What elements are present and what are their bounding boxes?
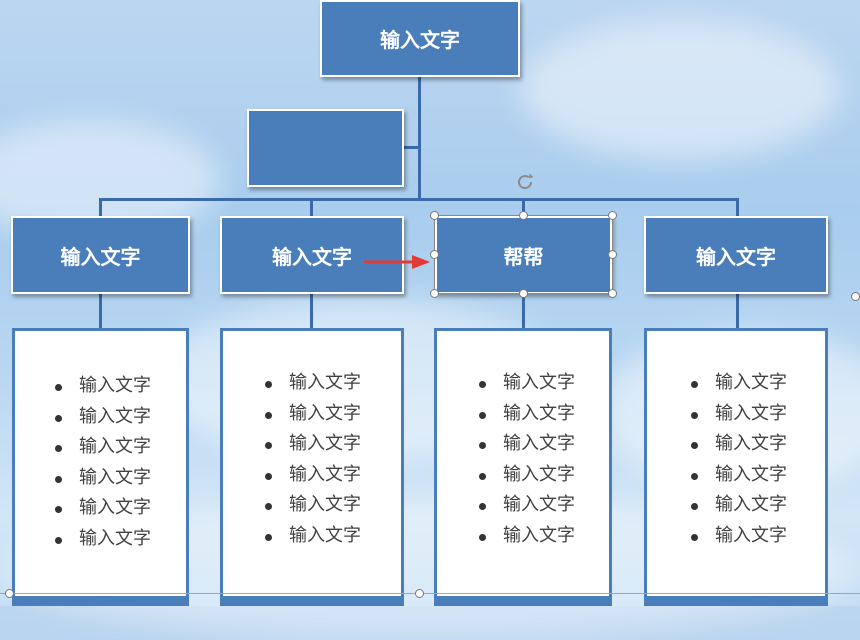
resize-handle-w[interactable] (430, 250, 439, 259)
connector-panel-1 (99, 293, 102, 329)
detail-panel-1[interactable]: 输入文字 输入文字 输入文字 输入文字 输入文字 输入文字 (12, 328, 189, 606)
list-item: 输入文字 (55, 463, 176, 494)
resize-handle-n[interactable] (519, 211, 528, 220)
resize-handle-s[interactable] (519, 289, 528, 298)
bullet-list: 输入文字 输入文字 输入文字 输入文字 输入文字 输入文字 (55, 371, 176, 554)
resize-handle-se[interactable] (608, 289, 617, 298)
connector-drop-2 (310, 198, 313, 218)
rotate-handle-icon[interactable] (513, 170, 537, 194)
branch-node-label: 帮帮 (503, 244, 544, 269)
list-item: 输入文字 (479, 399, 599, 430)
list-item: 输入文字 (479, 521, 599, 552)
branch-node-3-selected[interactable]: 帮帮 (435, 216, 612, 294)
branch-node-4[interactable]: 输入文字 (644, 216, 828, 294)
slide-handle-bottom-left[interactable] (5, 589, 14, 598)
resize-handle-nw[interactable] (430, 211, 439, 220)
detail-panel-3[interactable]: 输入文字 输入文字 输入文字 输入文字 输入文字 输入文字 (434, 328, 612, 606)
list-item: 输入文字 (691, 429, 815, 460)
list-item: 输入文字 (55, 432, 176, 463)
branch-node-label: 输入文字 (60, 244, 141, 269)
selection-frame (434, 215, 613, 294)
list-item: 输入文字 (55, 371, 176, 402)
assistant-node-box[interactable] (247, 109, 404, 187)
connector-panel-3 (522, 293, 525, 329)
connector-drop-1 (99, 198, 102, 218)
list-item: 输入文字 (479, 460, 599, 491)
connector-top-vertical (418, 76, 421, 200)
connector-drop-3 (522, 198, 525, 218)
list-item: 输入文字 (691, 368, 815, 399)
detail-panel-2[interactable]: 输入文字 输入文字 输入文字 输入文字 输入文字 输入文字 (220, 328, 404, 606)
connector-assistant (402, 146, 419, 149)
connector-panel-2 (310, 293, 313, 329)
arrow-right-icon (364, 255, 430, 269)
list-item: 输入文字 (55, 493, 176, 524)
list-item: 输入文字 (265, 399, 391, 430)
resize-handle-e[interactable] (608, 250, 617, 259)
top-node-box[interactable]: 输入文字 (320, 0, 520, 77)
list-item: 输入文字 (265, 368, 391, 399)
list-item: 输入文字 (265, 490, 391, 521)
resize-handle-sw[interactable] (430, 289, 439, 298)
list-item: 输入文字 (265, 429, 391, 460)
resize-handle-ne[interactable] (608, 211, 617, 220)
list-item: 输入文字 (691, 460, 815, 491)
branch-node-2[interactable]: 输入文字 (220, 216, 404, 294)
list-item: 输入文字 (55, 524, 176, 555)
branch-node-1[interactable]: 输入文字 (11, 216, 190, 294)
list-item: 输入文字 (265, 521, 391, 552)
list-item: 输入文字 (55, 402, 176, 433)
list-item: 输入文字 (265, 460, 391, 491)
bullet-list: 输入文字 输入文字 输入文字 输入文字 输入文字 输入文字 (265, 368, 391, 551)
branch-node-label: 输入文字 (696, 244, 776, 269)
connector-drop-4 (736, 198, 739, 218)
connector-horizontal (99, 198, 739, 201)
list-item: 输入文字 (691, 490, 815, 521)
list-item: 输入文字 (691, 399, 815, 430)
list-item: 输入文字 (479, 368, 599, 399)
slide-bottom-guide (0, 593, 860, 594)
branch-node-label: 输入文字 (272, 244, 352, 269)
connector-panel-4 (736, 293, 739, 329)
slide-handle-bottom-center[interactable] (415, 589, 424, 598)
list-item: 输入文字 (691, 521, 815, 552)
top-node-label: 输入文字 (380, 28, 460, 52)
bullet-list: 输入文字 输入文字 输入文字 输入文字 输入文字 输入文字 (479, 368, 599, 551)
bullet-list: 输入文字 输入文字 输入文字 输入文字 输入文字 输入文字 (691, 368, 815, 551)
list-item: 输入文字 (479, 490, 599, 521)
slide-handle-right[interactable] (851, 292, 860, 301)
detail-panel-4[interactable]: 输入文字 输入文字 输入文字 输入文字 输入文字 输入文字 (644, 328, 828, 606)
list-item: 输入文字 (479, 429, 599, 460)
